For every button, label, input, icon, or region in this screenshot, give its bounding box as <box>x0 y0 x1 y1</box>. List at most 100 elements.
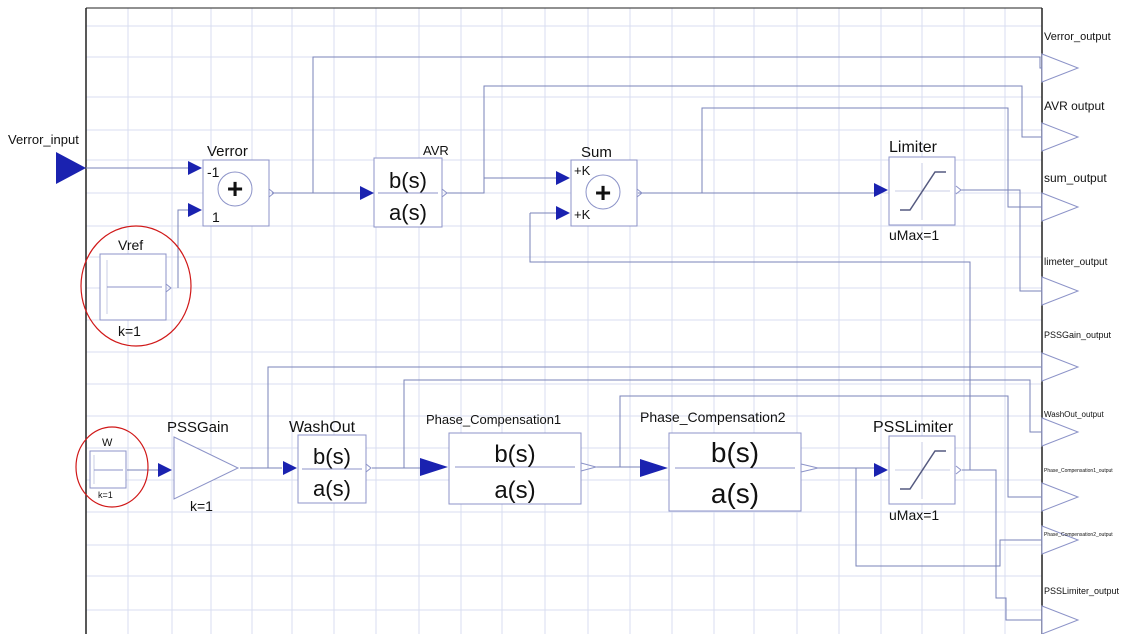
limiter-param: uMax=1 <box>889 227 939 243</box>
output-port-triangle-icon <box>1041 482 1080 512</box>
avr-block[interactable]: AVR b(s) a(s) <box>360 143 449 228</box>
input-port-arrow-icon <box>56 152 86 184</box>
wires <box>86 56 1042 621</box>
wire-sum-to-output <box>701 107 1042 208</box>
verror-in1-arrow-icon <box>188 161 202 175</box>
psslimiter-title: PSSLimiter <box>873 419 954 436</box>
phase2-denominator: a(s) <box>711 478 759 509</box>
vref-param: k=1 <box>118 323 141 339</box>
washout-title: WashOut <box>289 419 356 436</box>
limiter-saturation-icon <box>900 171 946 211</box>
w-param: k=1 <box>98 490 113 500</box>
output-port[interactable]: Phase_Compensation1_output <box>1041 468 1113 512</box>
verror-input-port[interactable]: Verror_input <box>8 132 86 184</box>
w-block[interactable]: W k=1 <box>75 426 149 508</box>
output-port[interactable]: Phase_Compensation2_output <box>1041 525 1113 555</box>
wire-pssgain-to-output <box>267 366 1042 468</box>
phase1-box <box>448 432 582 505</box>
output-port-label: AVR output <box>1044 99 1105 113</box>
washout-block[interactable]: WashOut b(s) a(s) <box>283 419 372 504</box>
wire-phase2-to-output <box>855 468 1042 567</box>
verror-title: Verror <box>207 143 248 160</box>
pssgain-param: k=1 <box>190 498 213 514</box>
verror-out-port-icon <box>268 188 275 198</box>
phase1-denominator: a(s) <box>494 477 535 504</box>
phase2-box <box>668 432 802 512</box>
pssgain-in-arrow-icon <box>158 463 172 477</box>
output-port-label: WashOut_output <box>1044 410 1105 419</box>
output-port[interactable]: AVR output <box>1041 99 1105 152</box>
avr-numerator: b(s) <box>389 168 427 193</box>
output-port-triangle-icon <box>1041 525 1080 555</box>
w-highlight-circle <box>75 426 149 508</box>
input-port-label: Verror_input <box>8 132 79 147</box>
output-port-triangle-icon <box>1041 192 1080 222</box>
psslimiter-block[interactable]: PSSLimiter uMax=1 <box>873 419 962 523</box>
verror-in2-arrow-icon <box>188 203 202 217</box>
avr-out-port-icon <box>441 188 448 198</box>
output-port-triangle-icon <box>1041 605 1080 634</box>
vref-highlight-circle <box>80 225 192 347</box>
limiter-out-port-icon <box>955 185 962 195</box>
phase2-out-port-icon <box>800 463 819 473</box>
output-port-triangle-icon <box>1041 417 1080 447</box>
output-port-label: Phase_Compensation2_output <box>1044 532 1113 538</box>
phase1-in-arrow-icon <box>420 458 448 476</box>
wire-feedback-to-sum <box>529 213 971 470</box>
phase1-out-port-icon <box>580 462 598 472</box>
verror-block[interactable]: Verror + -1 1 <box>188 143 275 227</box>
wire-phase1-to-output <box>619 395 1042 498</box>
verror-in1-sign: -1 <box>207 164 220 180</box>
sum-in2-sign: +K <box>574 207 591 222</box>
output-port-label: sum_output <box>1044 171 1107 185</box>
output-port[interactable]: WashOut_output <box>1041 410 1105 447</box>
sum-plus-icon: + <box>595 177 611 208</box>
vref-block[interactable]: Vref k=1 <box>80 225 192 347</box>
output-port-label: PSSLimiter_output <box>1044 586 1120 596</box>
limiter-block[interactable]: Limiter uMax=1 <box>874 139 962 243</box>
output-port-triangle-icon <box>1041 53 1080 83</box>
output-port-label: PSSGain_output <box>1044 330 1112 340</box>
w-title: W <box>102 437 113 449</box>
washout-in-arrow-icon <box>283 461 297 475</box>
wire-psslimiter-to-output <box>962 469 1042 621</box>
sum-circle <box>585 174 621 210</box>
sum-in1-sign: +K <box>574 163 591 178</box>
phase2-block[interactable]: Phase_Compensation2 b(s) a(s) <box>640 409 819 512</box>
psslimiter-out-port-icon <box>955 465 962 475</box>
output-port[interactable]: Verror_output <box>1041 31 1111 83</box>
wire-avr-to-output <box>483 85 1042 178</box>
output-port[interactable]: PSSGain_output <box>1041 330 1112 382</box>
psslimiter-saturation-icon <box>900 450 946 490</box>
sum-in1-arrow-icon <box>556 171 570 185</box>
output-port-label: Verror_output <box>1044 31 1111 43</box>
pssgain-title: PSSGain <box>167 419 229 436</box>
phase1-numerator: b(s) <box>494 441 535 468</box>
vref-title: Vref <box>118 237 143 253</box>
vref-out-port-icon <box>165 283 172 293</box>
pssgain-block[interactable]: PSSGain k=1 <box>158 419 240 514</box>
avr-in-arrow-icon <box>360 186 374 200</box>
phase1-block[interactable]: Phase_Compensation1 b(s) a(s) <box>420 412 598 505</box>
limiter-in-arrow-icon <box>874 183 888 197</box>
washout-numerator: b(s) <box>313 444 351 469</box>
pssgain-triangle <box>173 436 240 500</box>
output-port-triangle-icon <box>1041 352 1080 382</box>
output-port[interactable]: limeter_output <box>1041 257 1108 306</box>
wire-vref-to-verror <box>177 209 198 288</box>
verror-in2-sign: 1 <box>212 209 220 225</box>
sum-block[interactable]: Sum + +K +K <box>556 144 643 227</box>
output-port[interactable]: PSSLimiter_output <box>1041 586 1120 634</box>
wire-limiter-to-output <box>960 189 1042 292</box>
phase2-title: Phase_Compensation2 <box>640 409 786 425</box>
sum-in2-arrow-icon <box>556 206 570 220</box>
phase2-in-arrow-icon <box>640 459 668 477</box>
output-port[interactable]: sum_output <box>1041 171 1107 222</box>
output-port-triangle-icon <box>1041 122 1080 152</box>
wire-verror-to-output <box>312 56 1042 193</box>
phase2-numerator: b(s) <box>711 437 759 468</box>
phase1-title: Phase_Compensation1 <box>426 412 561 427</box>
output-port-label: limeter_output <box>1044 257 1108 268</box>
